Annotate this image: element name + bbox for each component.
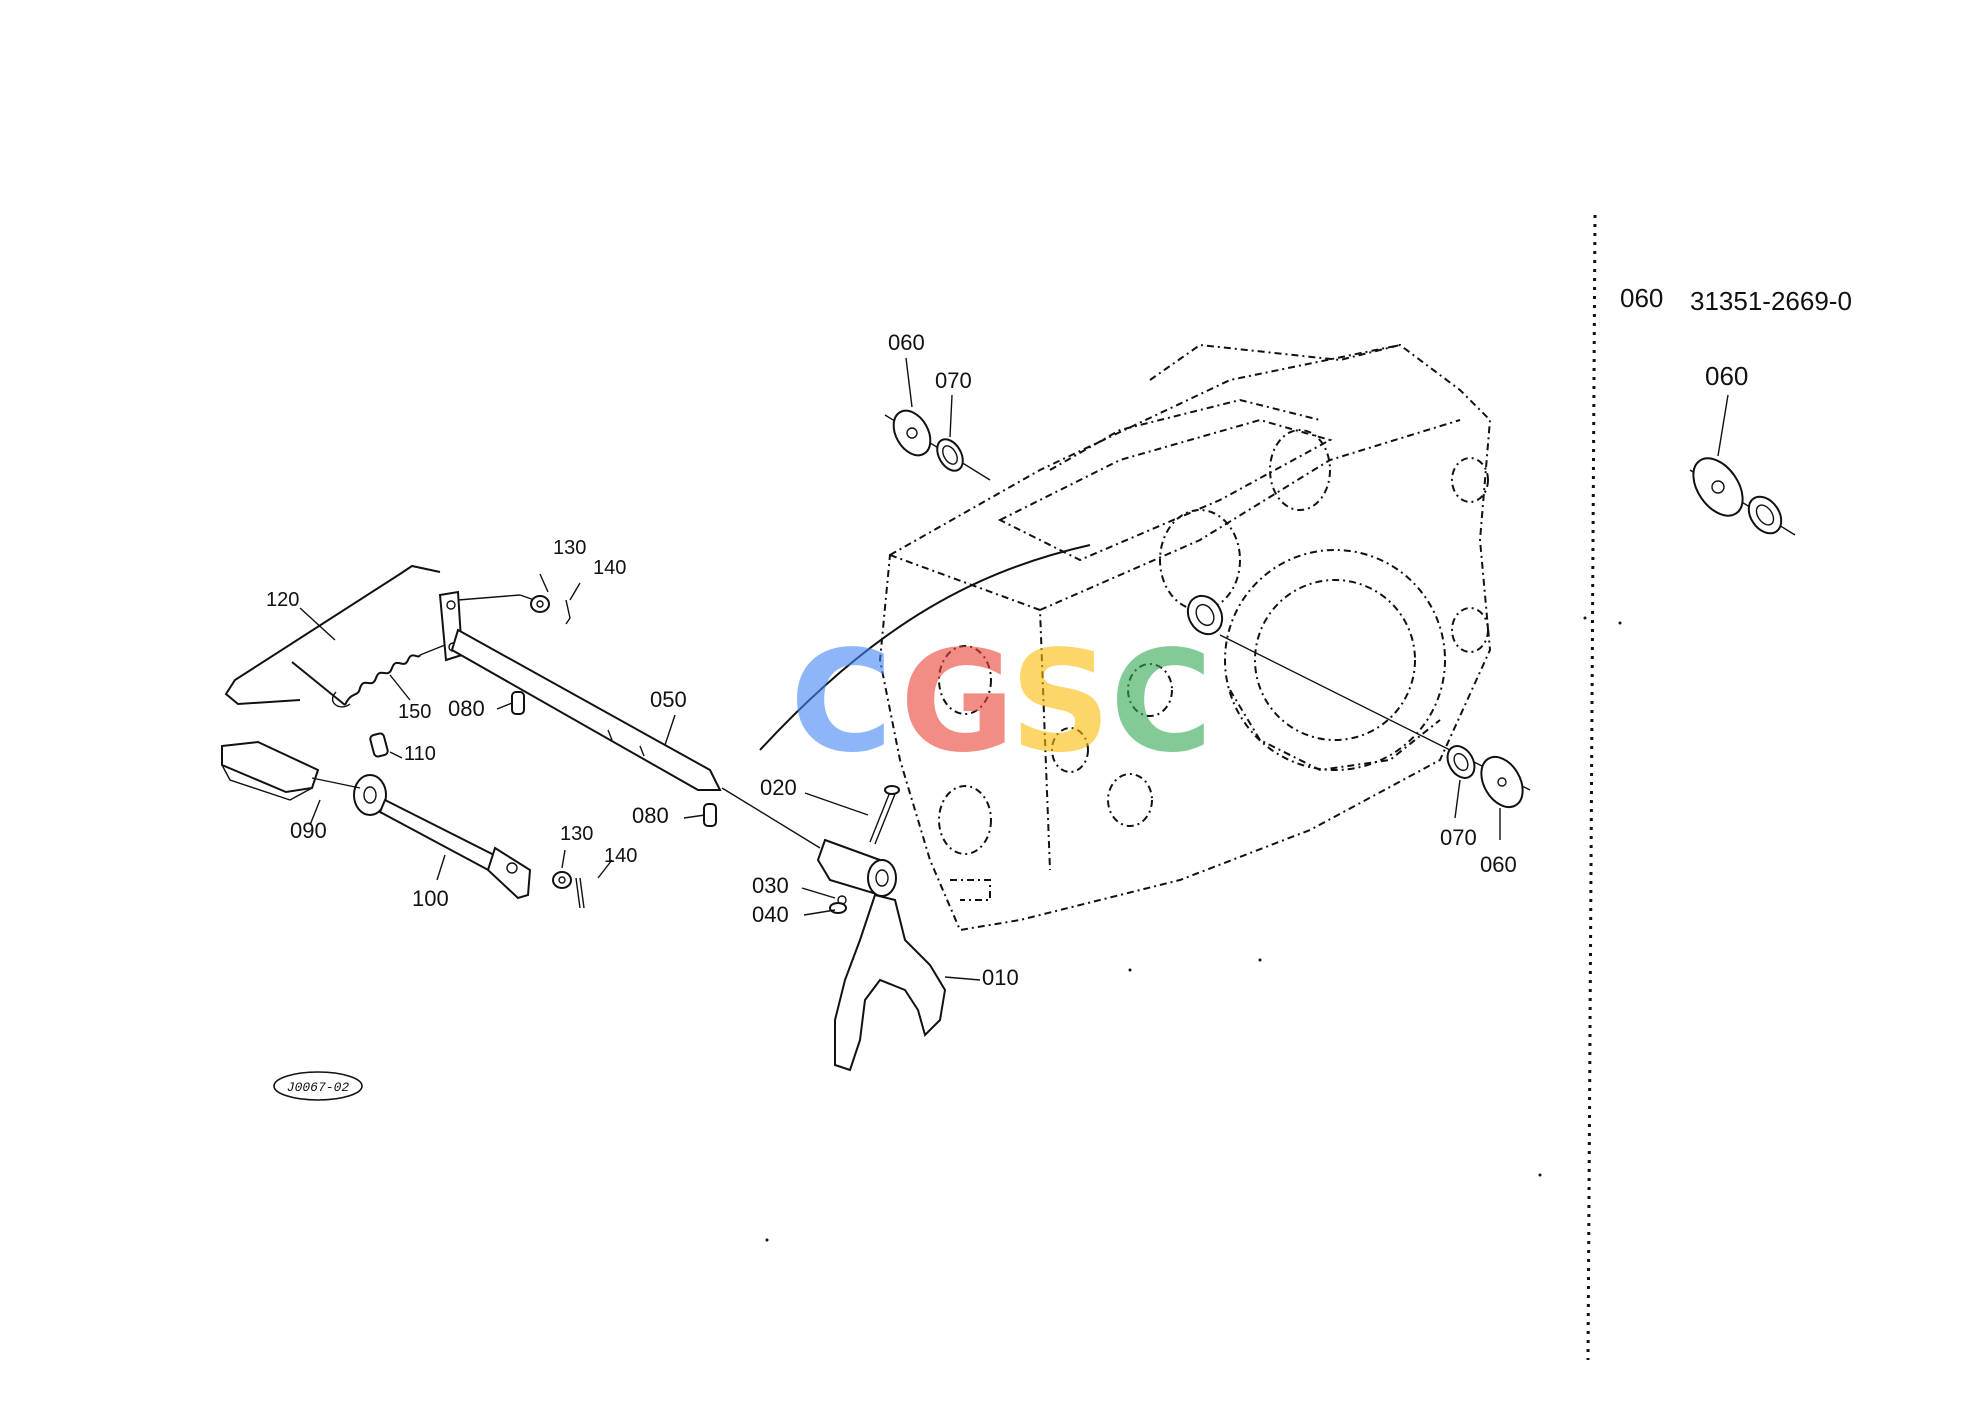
callout-140-a: 140 bbox=[593, 557, 626, 579]
callout-130-b: 130 bbox=[560, 823, 593, 845]
callout-010: 010 bbox=[982, 965, 1019, 990]
callout-060-top: 060 bbox=[888, 330, 925, 355]
side-panel-detail-label: 060 bbox=[1705, 361, 1748, 391]
transmission-case bbox=[759, 343, 1492, 932]
drawing-code: J0067-02 bbox=[287, 1080, 350, 1095]
side-panel-ref-number: 060 bbox=[1620, 283, 1663, 313]
callout-040: 040 bbox=[752, 902, 789, 927]
watermark-letter-c1: C bbox=[790, 621, 893, 784]
shift-fork bbox=[816, 838, 947, 1072]
callout-140-b: 140 bbox=[604, 845, 637, 867]
pedal-assembly bbox=[221, 740, 532, 900]
callout-070-top: 070 bbox=[935, 368, 972, 393]
callout-120: 120 bbox=[266, 589, 299, 611]
seal-washer-top bbox=[884, 357, 991, 481]
callout-030: 030 bbox=[752, 873, 789, 898]
callout-060-right: 060 bbox=[1480, 852, 1517, 877]
callout-080-b: 080 bbox=[632, 803, 669, 828]
callout-110: 110 bbox=[404, 743, 436, 765]
watermark-letter-c2: C bbox=[1110, 621, 1213, 784]
leader-lines bbox=[299, 573, 981, 981]
callout-100: 100 bbox=[412, 886, 449, 911]
callout-150: 150 bbox=[398, 701, 431, 723]
side-panel-detail bbox=[1689, 394, 1796, 536]
watermark-letter-s: S bbox=[1010, 621, 1111, 784]
specks bbox=[765, 616, 1622, 1242]
seal-washer-right bbox=[1186, 594, 1531, 840]
watermark: C G S C bbox=[790, 621, 1213, 784]
callout-020: 020 bbox=[760, 775, 797, 800]
callout-090: 090 bbox=[290, 818, 327, 843]
callout-130-a: 130 bbox=[553, 537, 586, 559]
watermark-letter-g: G bbox=[900, 621, 1015, 784]
callout-080-a: 080 bbox=[448, 696, 485, 721]
pins-and-clips bbox=[369, 595, 900, 909]
callout-070-right: 070 bbox=[1440, 825, 1477, 850]
drawing-code-badge: J0067-02 bbox=[273, 1071, 363, 1101]
side-panel-part-number: 31351-2669-0 bbox=[1690, 286, 1852, 316]
callout-labels: 060 070 070 060 120 130 140 150 080 050 … bbox=[266, 330, 1517, 990]
divider-dotted bbox=[1586, 214, 1597, 1361]
shift-rod-assembly bbox=[438, 590, 821, 849]
callout-050: 050 bbox=[650, 687, 687, 712]
side-panel: 060 31351-2669-0 060 bbox=[1620, 283, 1852, 391]
link-rod-spring bbox=[224, 564, 446, 708]
